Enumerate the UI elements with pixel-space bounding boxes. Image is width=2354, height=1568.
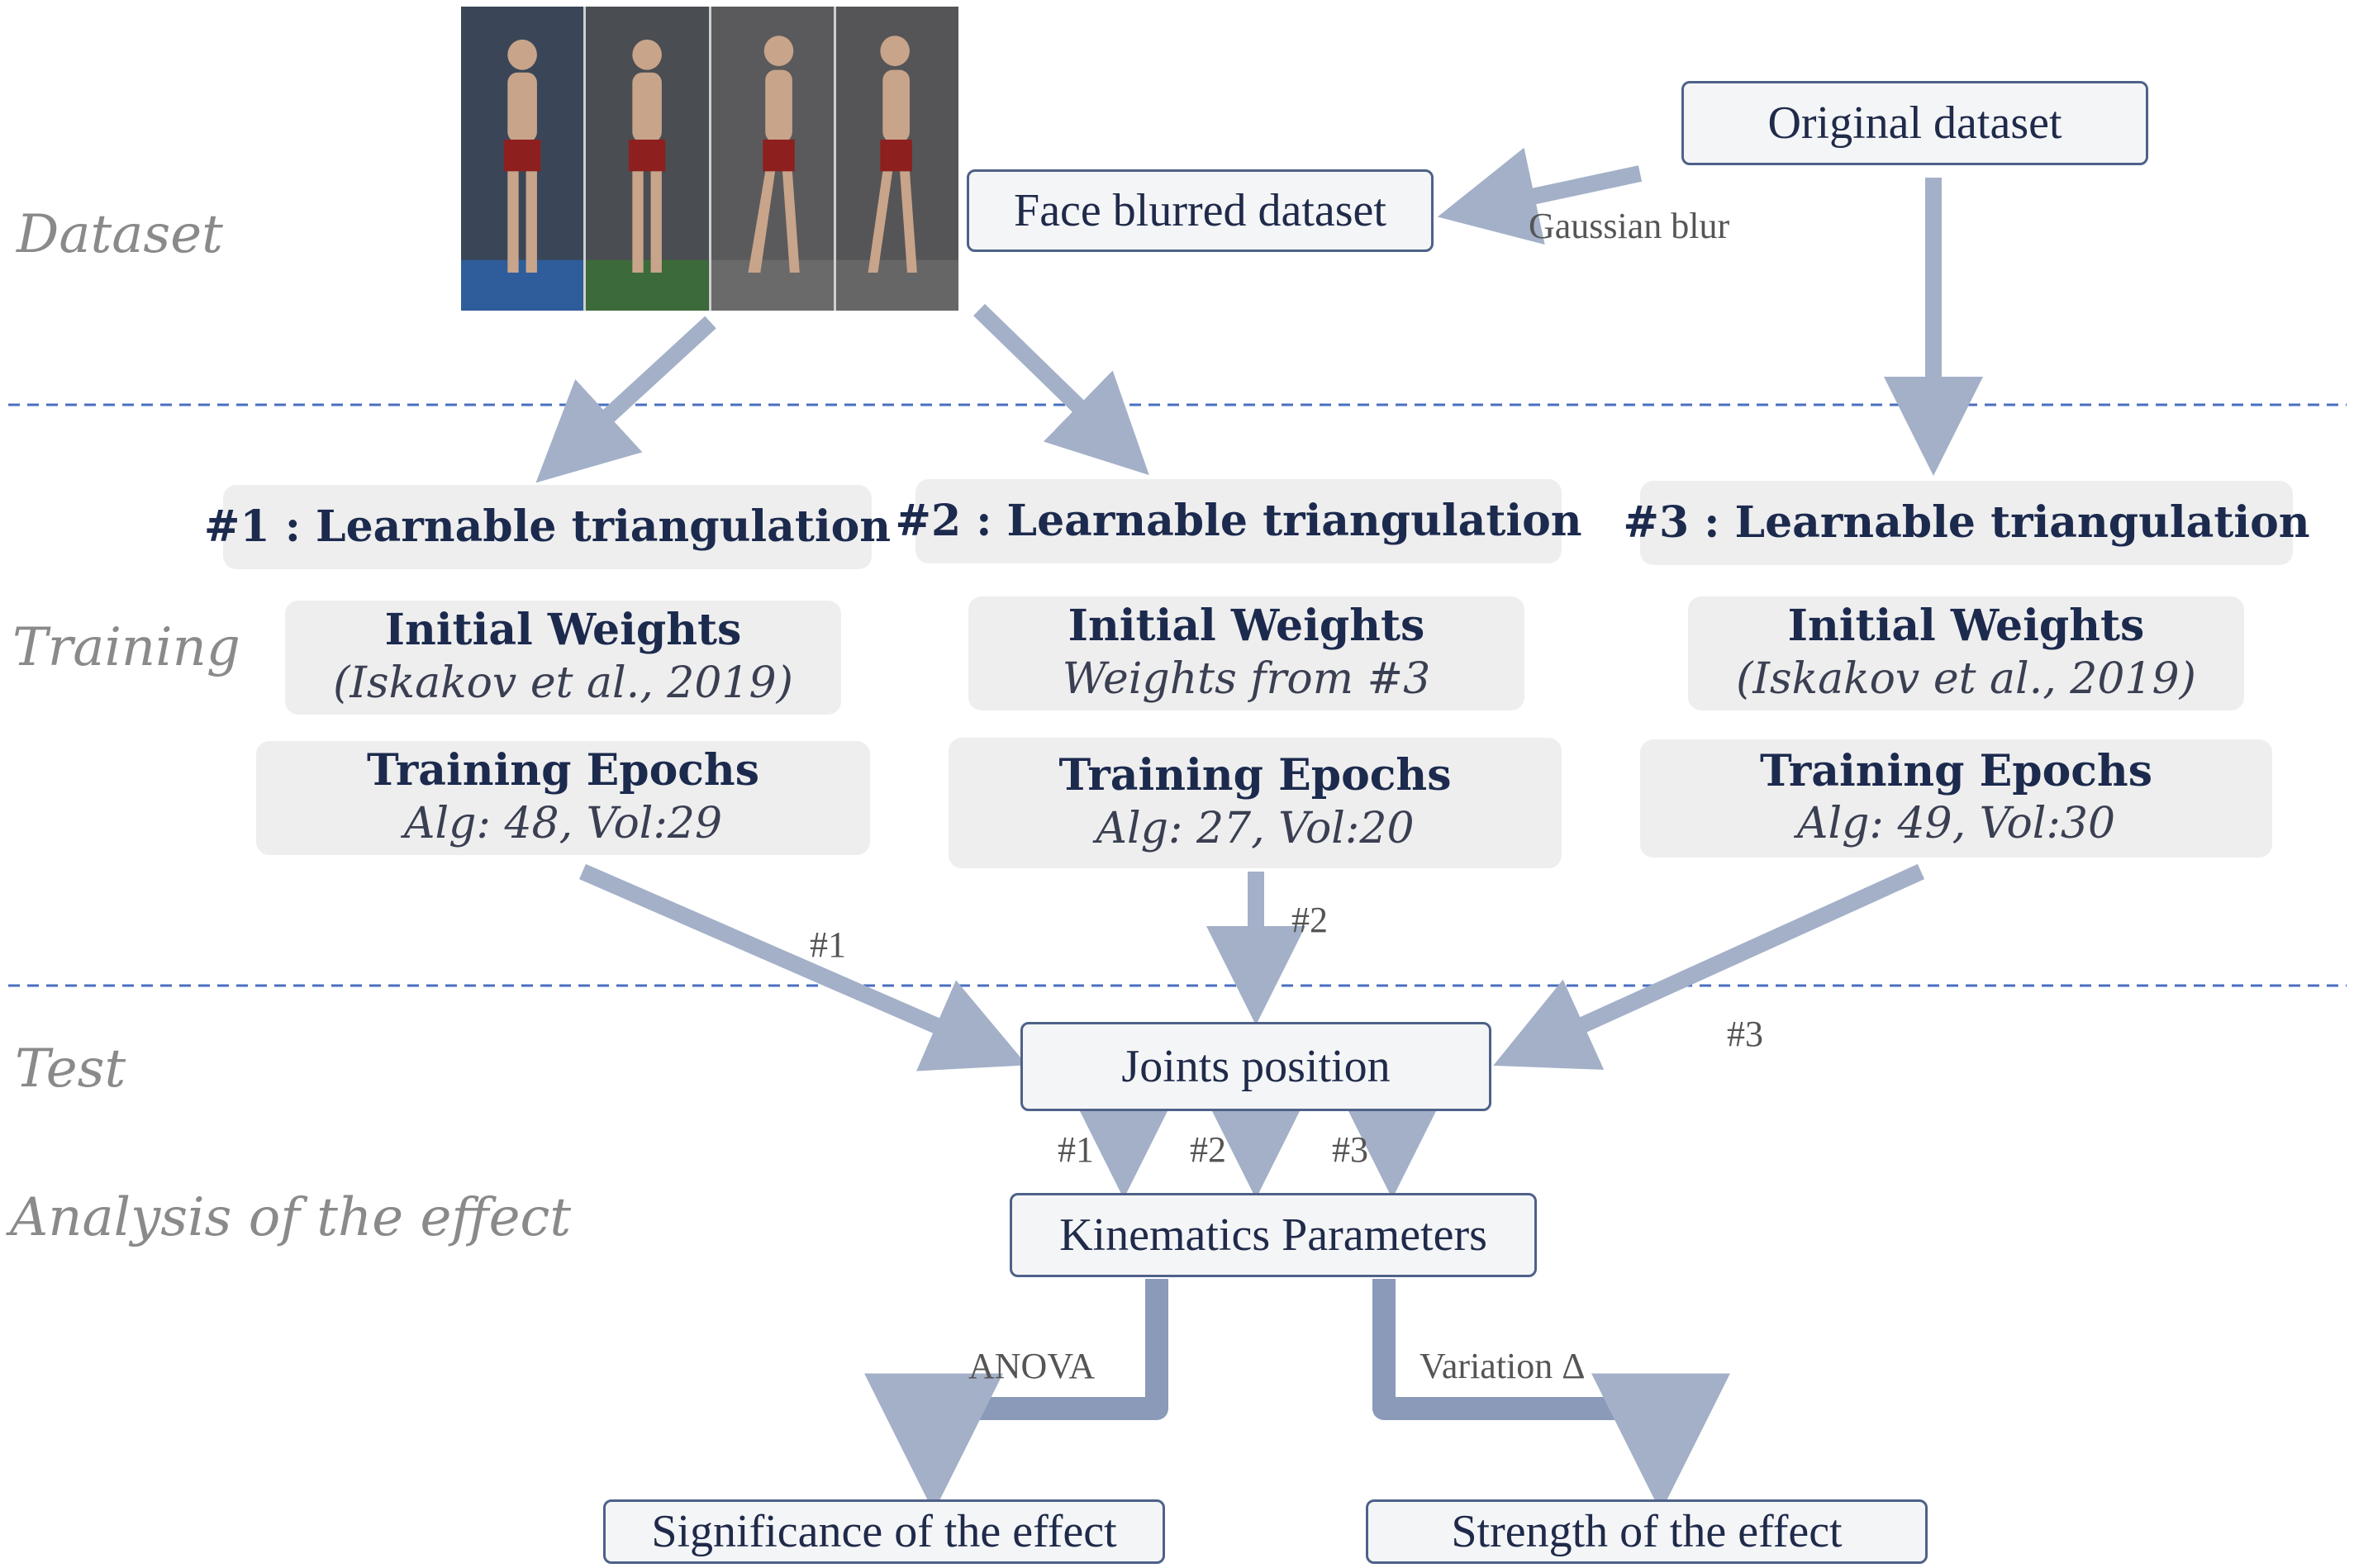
model-2-weights-box: Initial Weights Weights from #3 (968, 596, 1524, 710)
edge-label-joints-1: #1 (1058, 1129, 1094, 1170)
model-2-weights-heading: Initial Weights (1068, 601, 1425, 652)
model-3-epochs-box: Training Epochs Alg: 49, Vol:30 (1640, 739, 2272, 858)
face-blurred-dataset-box: Face blurred dataset (967, 169, 1434, 252)
model-1-title: #1 : Learnable triangulation (203, 501, 892, 552)
model-1-title-box: #1 : Learnable triangulation (204, 485, 891, 569)
photo-frame-3 (711, 7, 836, 311)
stage-label-test: Test (15, 1038, 126, 1100)
variation-label: Variation Δ (1420, 1346, 1586, 1386)
significance-box: Significance of the effect (603, 1499, 1165, 1564)
gaussian-blur-label: Gaussian blur (1529, 206, 1730, 246)
model-1-weights-heading: Initial Weights (384, 605, 742, 656)
photo-frame-2 (586, 7, 711, 311)
model-1-epochs-box: Training Epochs Alg: 48, Vol:29 (256, 741, 870, 855)
strength-box: Strength of the effect (1366, 1499, 1928, 1564)
stage-label-training: Training (12, 617, 240, 678)
edge-label-model-2: #2 (1291, 900, 1328, 940)
photo-frame-4 (835, 7, 958, 311)
photo-frame-1 (461, 7, 587, 311)
model-3-weights-value: (Iskakov et al., 2019) (1736, 653, 2196, 704)
arrow-kinematics-to-strength (1372, 1279, 1730, 1513)
person-icon (835, 36, 958, 311)
model-3-title-box: #3 : Learnable triangulation (1623, 481, 2310, 565)
model-1-epochs-heading: Training Epochs (366, 745, 759, 796)
edge-label-model-3: #3 (1727, 1014, 1763, 1054)
model-2-epochs-heading: Training Epochs (1058, 750, 1452, 801)
edge-label-joints-2: #2 (1190, 1129, 1226, 1170)
person-icon (711, 36, 834, 311)
model-3-title: #3 : Learnable triangulation (1623, 497, 2310, 548)
model-3-weights-box: Initial Weights (Iskakov et al., 2019) (1688, 596, 2244, 710)
arrow-photos-to-model-2 (973, 303, 1149, 476)
person-icon (461, 39, 584, 311)
model-3-weights-heading: Initial Weights (1787, 601, 2145, 652)
model-2-title: #2 : Learnable triangulation (895, 495, 1582, 546)
model-2-title-box: #2 : Learnable triangulation (895, 479, 1582, 563)
arrow-kinematics-to-significance (864, 1279, 1168, 1513)
model-2-epochs-box: Training Epochs Alg: 27, Vol:20 (949, 738, 1562, 868)
edge-label-model-1: #1 (810, 924, 846, 965)
joints-position-box: Joints position (1020, 1022, 1491, 1111)
model-2-epochs-value: Alg: 27, Vol:20 (1096, 803, 1415, 853)
person-icon (586, 39, 709, 311)
stage-label-dataset: Dataset (17, 204, 223, 265)
model-2-weights-value: Weights from #3 (1062, 653, 1431, 704)
anova-label: ANOVA (968, 1346, 1096, 1386)
model-3-epochs-heading: Training Epochs (1759, 745, 2152, 796)
model-1-weights-box: Initial Weights (Iskakov et al., 2019) (285, 601, 841, 715)
arrow-model-3-to-joints (1493, 863, 1925, 1070)
arrow-original-to-blurred (1437, 147, 1643, 245)
kinematics-parameters-box: Kinematics Parameters (1010, 1193, 1537, 1277)
edge-label-joints-3: #3 (1332, 1129, 1368, 1170)
arrow-model-1-to-joints (579, 863, 1028, 1071)
original-dataset-box: Original dataset (1681, 81, 2148, 165)
model-1-weights-value: (Iskakov et al., 2019) (333, 658, 793, 708)
stage-label-analysis: Analysis of the effect (10, 1187, 572, 1248)
arrow-photos-to-model-1 (535, 316, 716, 483)
model-3-epochs-value: Alg: 49, Vol:30 (1796, 799, 2116, 849)
photo-strip-icon (461, 7, 958, 311)
model-1-epochs-value: Alg: 48, Vol:29 (403, 798, 723, 848)
